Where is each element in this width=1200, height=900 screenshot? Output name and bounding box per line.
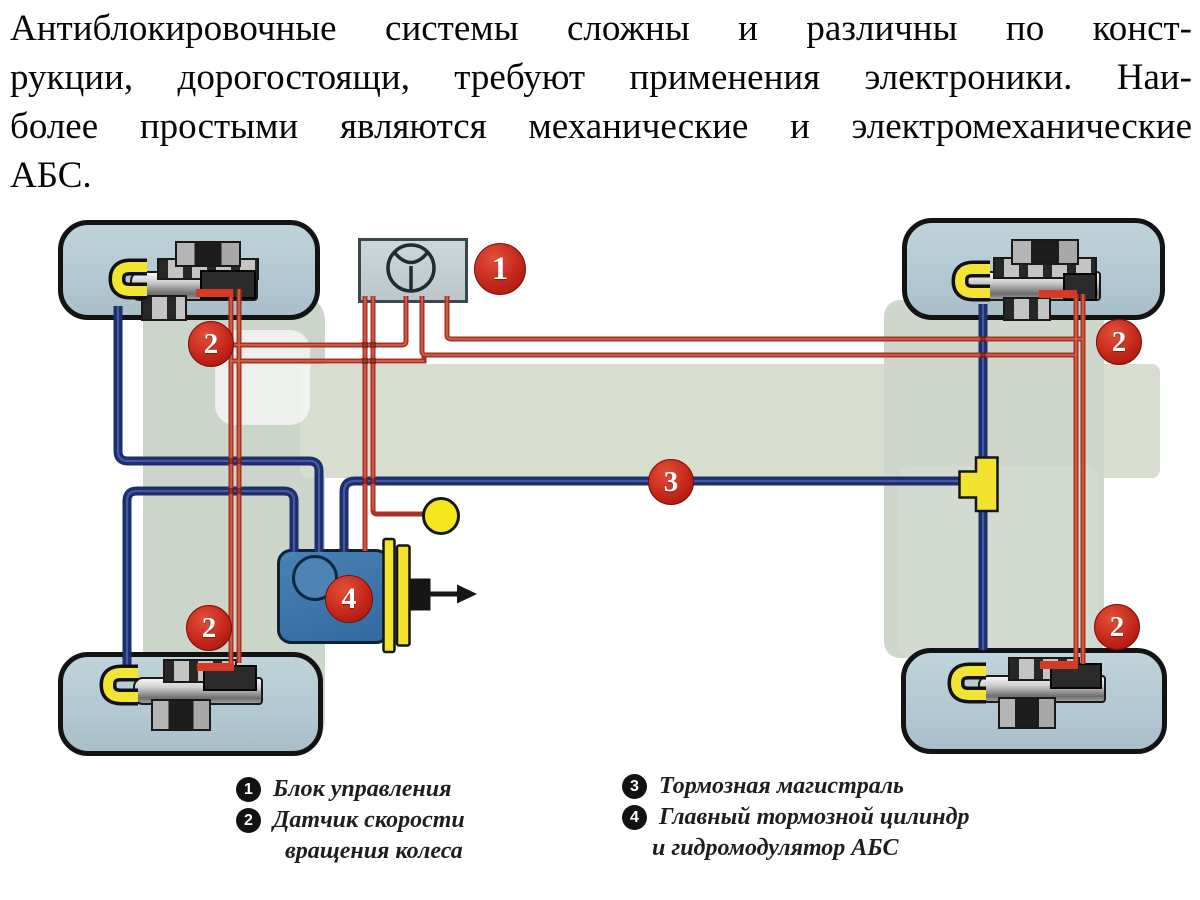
- marker-sensor-front-left: 2: [188, 321, 234, 367]
- hub-gear: [1003, 297, 1051, 321]
- warning-lamp: [422, 497, 460, 535]
- marker-sensor-rear-left: 2: [186, 605, 232, 651]
- legend-row: вращения колеса: [236, 838, 465, 865]
- sensor-connector: [203, 665, 257, 691]
- legend-col-2: 3 Тормозная магистраль 4 Главный тормозной …: [622, 773, 970, 866]
- hub-cap: [1011, 239, 1079, 265]
- legend-row: 2 Датчик скорости: [236, 807, 465, 834]
- hub-gear: [141, 295, 187, 321]
- hub-gear: [998, 697, 1056, 729]
- booster-plate-inner: [395, 544, 411, 647]
- legend-label: вращения колеса: [285, 838, 463, 864]
- wheel-rear-left: [58, 652, 323, 756]
- legend-number-badge: 3: [622, 774, 647, 799]
- marker-brake-line: 3: [648, 459, 694, 505]
- marker-sensor-front-right: 2: [1096, 319, 1142, 365]
- legend-number-badge: 2: [236, 808, 261, 833]
- legend-label: Блок управления: [273, 776, 452, 802]
- wheel-front-right: [902, 218, 1165, 321]
- steering-wheel-icon: [386, 243, 436, 293]
- marker-sensor-rear-right: 2: [1094, 604, 1140, 650]
- legend-number-badge: 4: [622, 805, 647, 830]
- paragraph-line: Антиблокировочные системы сложны и разли…: [10, 8, 1192, 49]
- sensor-connector: [1050, 663, 1102, 689]
- legend-col-1: 1 Блок управления 2 Датчик скорости вращения…: [236, 776, 465, 869]
- pedal-block: [410, 578, 431, 611]
- legend-number-badge: 1: [236, 777, 261, 802]
- marker-control-unit: 1: [474, 243, 526, 295]
- intro-paragraph: Антиблокировочные системы сложны и разли…: [10, 4, 1192, 200]
- hub-cap: [175, 241, 241, 267]
- sensor-connector: [200, 270, 256, 299]
- legend-label: Тормозная магистраль: [659, 773, 905, 799]
- car-silhouette-right-lower: [898, 466, 1098, 658]
- paragraph-line: рукции, дорогостоящи, требуют применения…: [10, 57, 1192, 98]
- paragraph-line: более простыми являются механические и э…: [10, 106, 1192, 147]
- legend-label: Датчик скорости: [273, 807, 465, 833]
- wheel-rear-right: [901, 648, 1167, 754]
- sensor-connector: [1063, 273, 1097, 301]
- marker-master-cylinder: 4: [325, 575, 373, 623]
- abs-control-unit: [358, 238, 468, 303]
- paragraph-line: АБС.: [10, 155, 92, 196]
- legend-row: 3 Тормозная магистраль: [622, 773, 970, 800]
- legend-row: 4 Главный тормозной цилиндр: [622, 804, 970, 831]
- wheel-front-left: [58, 220, 320, 321]
- legend-label: Главный тормозной цилиндр: [659, 804, 970, 830]
- legend-row: и гидромодулятор АБС: [622, 835, 970, 862]
- legend-row: 1 Блок управления: [236, 776, 465, 803]
- pedal-arrow-icon: [457, 584, 477, 604]
- hub-gear: [151, 699, 211, 731]
- legend-label: и гидромодулятор АБС: [652, 835, 899, 861]
